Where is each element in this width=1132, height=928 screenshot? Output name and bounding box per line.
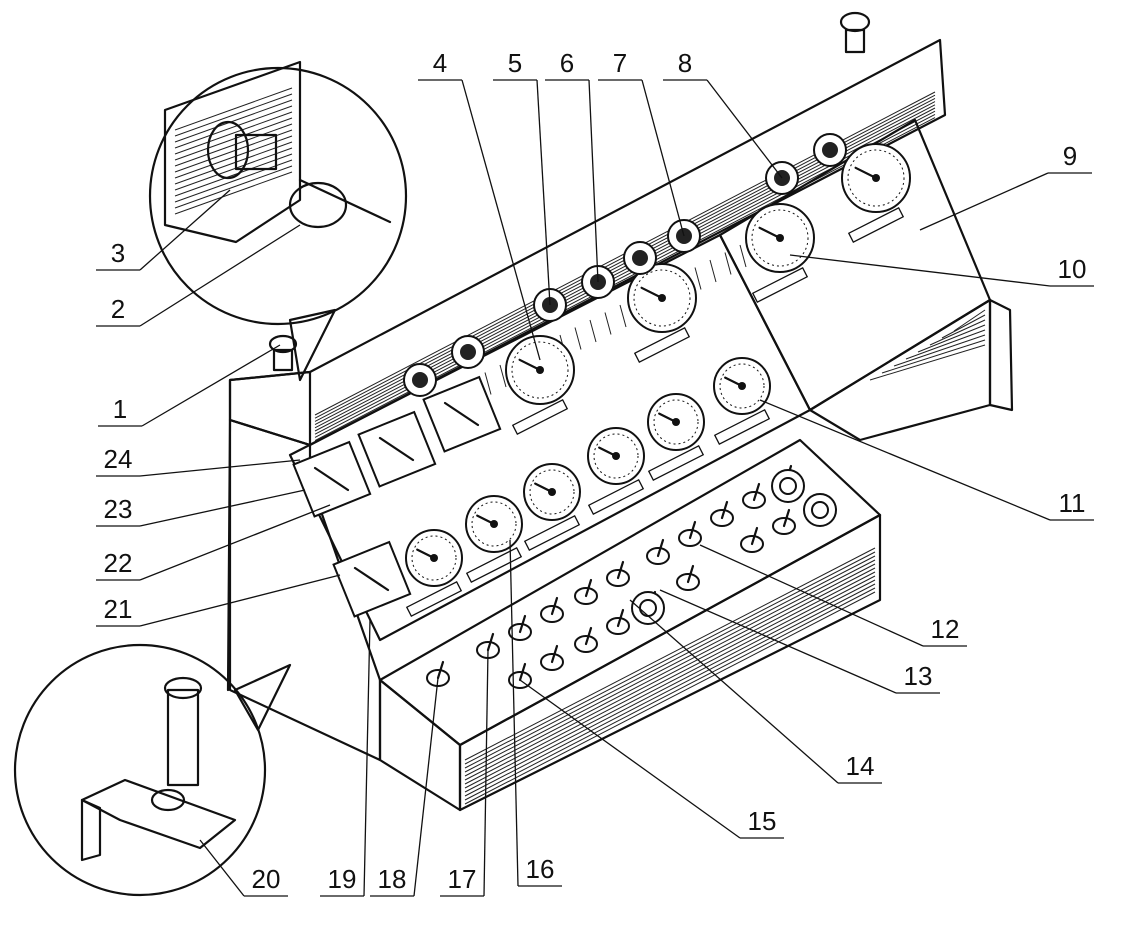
leader-line-23 xyxy=(139,489,306,527)
callout-17: 17 xyxy=(448,864,477,894)
leader-line-4 xyxy=(461,79,541,361)
leader-line-19 xyxy=(363,619,371,897)
callout-1: 1 xyxy=(113,394,127,424)
top-screw-left xyxy=(268,334,298,372)
leader-line-21 xyxy=(139,574,341,627)
callout-13: 13 xyxy=(904,661,933,691)
callout-24: 24 xyxy=(104,444,133,474)
callout-5: 5 xyxy=(508,48,522,78)
leader-line-5 xyxy=(536,79,551,306)
callout-23: 23 xyxy=(104,494,133,524)
leader-line-20 xyxy=(199,839,245,897)
leader-line-11 xyxy=(759,399,1051,521)
leader-line-22 xyxy=(139,504,331,581)
callout-22: 22 xyxy=(104,548,133,578)
leader-line-13 xyxy=(659,589,897,694)
push-button-1 xyxy=(631,591,665,625)
leader-line-6 xyxy=(588,79,599,283)
detail-inset-top xyxy=(148,60,408,382)
leader-line-14 xyxy=(629,599,839,784)
callout-7: 7 xyxy=(613,48,627,78)
leader-line-18 xyxy=(413,677,439,897)
upper-beam xyxy=(228,38,947,447)
toggle-switches xyxy=(426,464,837,689)
leader-line-3 xyxy=(139,189,231,271)
detail-inset-bottom xyxy=(13,643,292,897)
callout-6: 6 xyxy=(560,48,574,78)
leader-line-15 xyxy=(519,679,741,839)
callout-20: 20 xyxy=(252,864,281,894)
leader-line-9 xyxy=(919,172,1049,231)
callout-19: 19 xyxy=(328,864,357,894)
leader-line-8 xyxy=(706,79,783,179)
callout-2: 2 xyxy=(111,294,125,324)
callout-15: 15 xyxy=(748,806,777,836)
leader-line-10 xyxy=(789,254,1051,287)
callout-8: 8 xyxy=(678,48,692,78)
push-button-2 xyxy=(771,469,805,503)
leader-line-17 xyxy=(483,649,489,897)
callout-3: 3 xyxy=(111,238,125,268)
callout-21: 21 xyxy=(104,594,133,624)
callout-10: 10 xyxy=(1058,254,1087,284)
callout-16: 16 xyxy=(526,854,555,884)
top-screw-right xyxy=(839,11,871,54)
callout-14: 14 xyxy=(846,751,875,781)
leader-lines xyxy=(96,79,1094,897)
leader-line-12 xyxy=(699,544,924,647)
leader-line-1 xyxy=(141,344,281,427)
leader-line-24 xyxy=(139,459,301,477)
push-button-3 xyxy=(803,493,837,527)
callout-4: 4 xyxy=(433,48,447,78)
callout-9: 9 xyxy=(1063,141,1077,171)
callout-11: 11 xyxy=(1059,488,1086,518)
leader-line-2 xyxy=(139,224,301,327)
leader-line-7 xyxy=(641,79,685,237)
callout-18: 18 xyxy=(378,864,407,894)
gauges xyxy=(292,143,911,618)
leader-line-16 xyxy=(509,539,519,887)
callout-12: 12 xyxy=(931,614,960,644)
